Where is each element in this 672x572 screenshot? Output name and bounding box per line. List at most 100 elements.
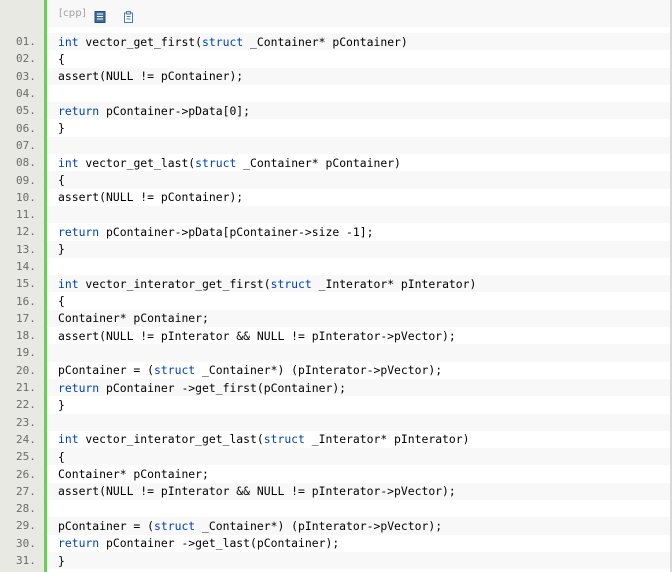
code-token: pContainer->pData[pContainer->size -1]; — [99, 224, 374, 239]
code-text — [47, 205, 670, 224]
code-keyword: struct — [270, 276, 312, 291]
line-number: 05. — [16, 104, 36, 118]
line-number: 10. — [16, 190, 36, 204]
code-line: 04. — [0, 85, 670, 102]
line-number: 27. — [16, 484, 36, 498]
code-line: 26. Container* pContainer; — [0, 465, 670, 482]
code-line: 24.int vector_interator_get_last(struct … — [0, 431, 670, 448]
line-number: 07. — [16, 138, 36, 152]
code-token: assert(NULL != pInterator && NULL != pIn… — [58, 328, 456, 343]
code-token: { — [58, 294, 65, 309]
line-number: 23. — [16, 415, 36, 429]
line-number: 30. — [16, 536, 36, 550]
code-line: 28. — [0, 500, 670, 517]
line-number: 20. — [16, 363, 36, 377]
line-number: 09. — [16, 173, 36, 187]
code-text: assert(NULL != pContainer); — [47, 67, 670, 85]
code-token: } — [58, 121, 65, 136]
code-line: 22.} — [0, 396, 670, 413]
code-line: 09.{ — [0, 171, 670, 189]
code-token: vector_interator_get_last( — [78, 432, 264, 447]
code-token: pContainer->pData[0]; — [99, 103, 251, 118]
code-keyword: struct — [154, 518, 196, 533]
code-line: 03. assert(NULL != pContainer); — [0, 67, 670, 85]
code-keyword: struct — [263, 432, 305, 447]
code-block-border — [670, 0, 672, 572]
line-number: 26. — [16, 467, 36, 481]
code-token: } — [58, 242, 65, 257]
code-line: 02. { — [0, 50, 670, 67]
code-keyword: struct — [195, 155, 237, 170]
code-text: } — [47, 240, 670, 258]
line-number: 13. — [16, 242, 36, 256]
code-text: int vector_get_last(struct _Container* p… — [47, 154, 670, 171]
code-token: Container* pContainer; — [58, 311, 209, 326]
code-keyword: int — [58, 34, 79, 49]
code-line: 07. — [0, 136, 670, 155]
code-line: 16. { — [0, 292, 670, 309]
code-token: vector_get_first( — [78, 34, 203, 49]
code-text: Container* pContainer; — [47, 465, 670, 482]
code-keyword: int — [58, 276, 79, 291]
code-token: pContainer = ( — [58, 363, 155, 378]
code-text: } — [47, 396, 670, 413]
code-line: 15.int vector_interator_get_first(struct… — [0, 275, 670, 293]
code-keyword: return — [58, 380, 100, 395]
code-line: 25. { — [0, 448, 670, 466]
line-number: 03. — [16, 69, 36, 83]
code-keyword: return — [58, 224, 100, 239]
code-text: assert(NULL != pInterator && NULL != pIn… — [47, 482, 670, 501]
code-text: pContainer = (struct _Container*) (pInte… — [47, 517, 670, 535]
code-token: assert(NULL != pInterator && NULL != pIn… — [58, 484, 456, 499]
code-line: 27. assert(NULL != pInterator && NULL != … — [0, 482, 670, 501]
code-line: 01.int vector_get_first(struct _Containe… — [0, 33, 670, 51]
line-number: 22. — [16, 398, 36, 412]
code-line: 20.pContainer = (struct _Container*) (pI… — [0, 362, 670, 379]
language-label[interactable]: [cpp] — [59, 8, 86, 19]
line-number: 11. — [16, 208, 36, 222]
code-token: _Interator* pInterator) — [311, 276, 477, 291]
code-line: 21. return pContainer ->get_first(pContai… — [0, 378, 670, 397]
code-token: } — [58, 397, 65, 412]
line-number: 18. — [16, 329, 36, 343]
code-token: _Interator* pInterator) — [304, 432, 470, 447]
code-toolbar: [cpp] — [47, 0, 670, 27]
view-plain-icon[interactable] — [94, 8, 106, 23]
line-number: 29. — [16, 519, 36, 533]
code-text: int vector_interator_get_last(struct _In… — [47, 431, 670, 448]
code-text: { — [47, 292, 670, 309]
code-token: { — [58, 51, 65, 66]
code-line: 06.} — [0, 119, 670, 136]
line-number: 01. — [16, 35, 36, 49]
code-keyword: struct — [154, 363, 196, 378]
line-number: 02. — [16, 52, 36, 66]
line-number: 17. — [16, 311, 36, 325]
code-keyword: struct — [202, 34, 244, 49]
code-text: return pContainer->pData[pContainer->siz… — [47, 223, 670, 240]
code-text: Container* pContainer; — [47, 309, 670, 328]
code-text — [47, 136, 670, 155]
code-token: pContainer ->get_first(pContainer); — [99, 380, 347, 395]
code-keyword: int — [58, 155, 79, 170]
code-text: { — [47, 448, 670, 466]
code-line: 12.return pContainer->pData[pContainer->… — [0, 223, 670, 240]
code-line: 14. — [0, 258, 670, 275]
code-keyword: return — [58, 103, 100, 118]
code-text: } — [47, 119, 670, 136]
code-line: 10.assert(NULL != pContainer); — [0, 189, 670, 206]
code-text: } — [47, 551, 670, 570]
code-token: _Container* pContainer) — [236, 155, 401, 170]
line-number: 28. — [16, 502, 36, 516]
copy-icon[interactable] — [123, 8, 135, 23]
line-number: 16. — [16, 294, 36, 308]
gutter-accent-bar — [44, 0, 47, 572]
code-token: _Container*) (pInterator->pVector); — [195, 518, 443, 533]
code-text — [47, 413, 670, 431]
line-number: 21. — [16, 381, 36, 395]
code-line: 05. return pContainer->pData[0]; — [0, 102, 670, 120]
line-number: 25. — [16, 450, 36, 464]
code-token: pContainer = ( — [58, 518, 155, 533]
code-line: 13.} — [0, 240, 670, 258]
code-line: 18. assert(NULL != pInterator && NULL != … — [0, 327, 670, 344]
